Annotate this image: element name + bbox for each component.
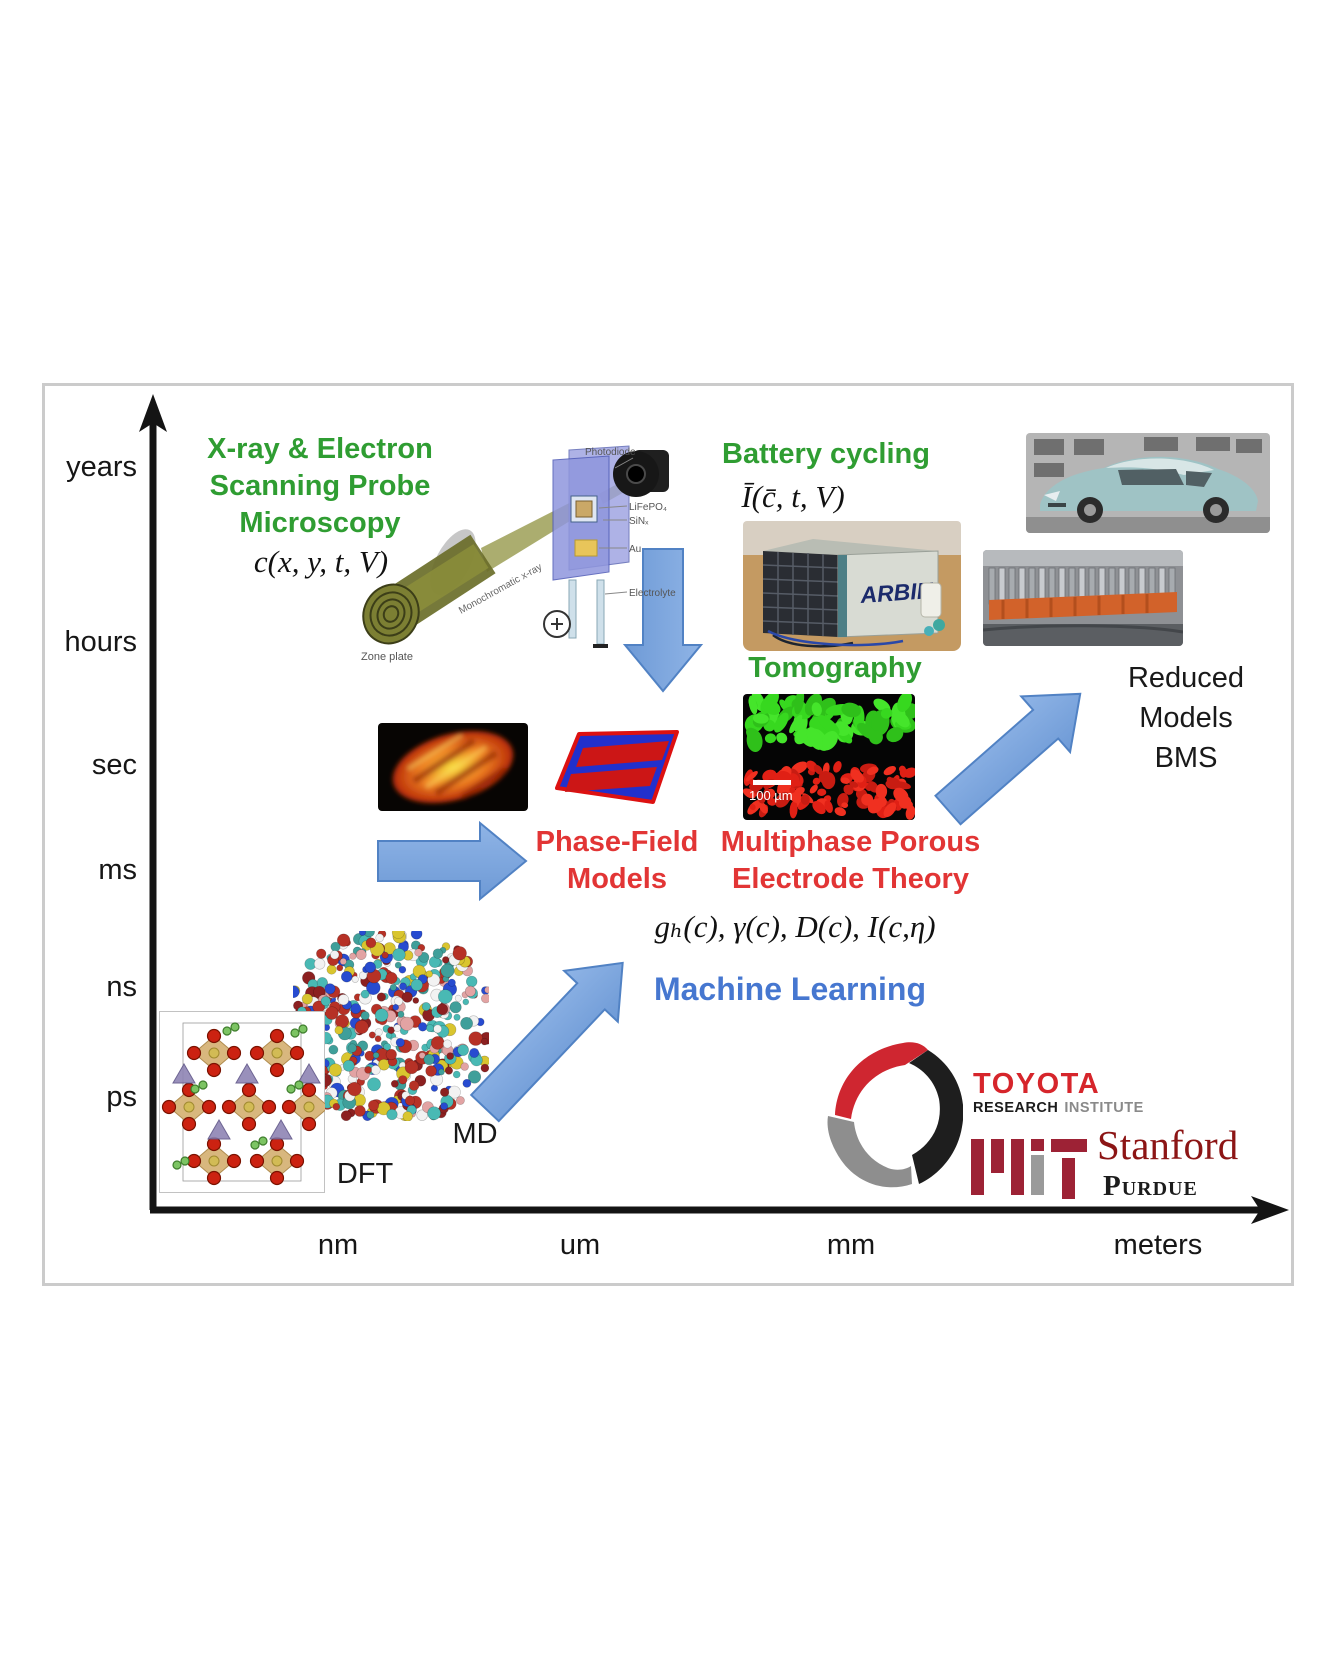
label-sinx: SiNₓ [629,516,649,527]
y-tick-sec: sec [91,749,137,781]
reduced-line1: Reduced [1127,662,1245,694]
microscopy-formula: c(x, y, t, V) [253,544,389,579]
phase-field-particle-image [543,724,691,810]
y-tick-ns: ns [106,971,137,1003]
research-text: RESEARCH [973,1100,1059,1116]
phase-field-line2: Models [567,863,667,895]
dft-crystal-image [159,1011,325,1193]
y-tick-years: years [66,451,137,483]
x-tick-mm: mm [826,1229,876,1261]
research-institute-text: RESEARCH INSTITUTE [973,1099,1193,1117]
label-au: Au [629,544,641,555]
purdue-wordmark: Purdue [1103,1170,1198,1202]
y-tick-hours: hours [64,626,137,658]
xray-microscope-diagram: Photodiode LiFePO₄ SiNₓ Au Electrolyte Z… [361,445,676,663]
prius-car-photo [1026,433,1270,533]
battery-pack-photo [983,550,1183,646]
label-photodiode: Photodiode [585,447,636,458]
dft-label: DFT [336,1158,394,1190]
reduced-line3: BMS [1154,742,1218,774]
tomography-image [743,694,915,820]
stanford-wordmark: Stanford [1097,1122,1239,1168]
porous-line1: Multiphase Porous [720,826,981,858]
label-zone-plate: Zone plate [361,651,413,663]
reduced-models-label: Reduced Models BMS [1101,658,1271,778]
multiscale-figure: years hours sec ms ns ps nm um mm meters… [42,383,1294,1286]
battery-cycling-title: Battery cycling [722,438,930,470]
microscopy-title-line2: Scanning Probe [209,470,431,502]
y-tick-ps: ps [106,1081,137,1113]
porous-electrode-label: Multiphase Porous Electrode Theory [693,824,1008,898]
reduced-line2: Models [1139,702,1233,734]
microscopy-title: X-ray & Electron Scanning Probe Microsco… [195,431,445,542]
institute-text: INSTITUTE [1064,1100,1144,1116]
phase-field-line1: Phase-Field [535,826,699,858]
arrow-down-icon [622,548,704,693]
battery-cycling-formula: Ī(c̄, t, V) [741,479,845,514]
microscopy-title-line1: X-ray & Electron [207,433,433,465]
ml-functions-formula: gₕ(c), γ(c), D(c), I(c,η) [654,909,936,944]
xray-particle-image [378,723,528,811]
tomography-title: Tomography [748,652,922,684]
x-tick-nm: nm [317,1229,359,1261]
x-axis [150,1196,1289,1224]
machine-learning-label: Machine Learning [653,971,927,1007]
scale-bar [753,780,791,785]
arrow-up-right-icon [934,692,1082,826]
x-tick-um: um [559,1229,601,1261]
toyota-research-institute-wordmark: TOYOTA RESEARCH INSTITUTE [973,1069,1193,1117]
y-axis [139,394,167,1210]
scale-bar-label: 100 µm [749,788,793,803]
arrow-right-icon [377,820,528,902]
toyota-text: TOYOTA [973,1068,1101,1100]
mit-logo-icon [971,1139,1087,1199]
y-tick-ms: ms [98,854,137,886]
md-label: MD [452,1118,498,1150]
porous-line2: Electrode Theory [732,863,969,895]
arbin-cycler-photo: ARBIN [743,521,961,651]
axes-and-arrows-layer [139,394,1289,1224]
phase-field-models-label: Phase-Field Models [507,824,727,898]
toyota-research-institute-logo-icon [827,1042,963,1188]
arrow-up-right-ml-icon [469,961,624,1123]
md-simulation-image [293,931,489,1121]
label-lifepo4: LiFePO₄ [629,502,667,513]
label-electrolyte: Electrolyte [629,588,676,599]
microscopy-title-line3: Microscopy [239,507,401,539]
x-tick-meters: meters [1113,1229,1203,1261]
